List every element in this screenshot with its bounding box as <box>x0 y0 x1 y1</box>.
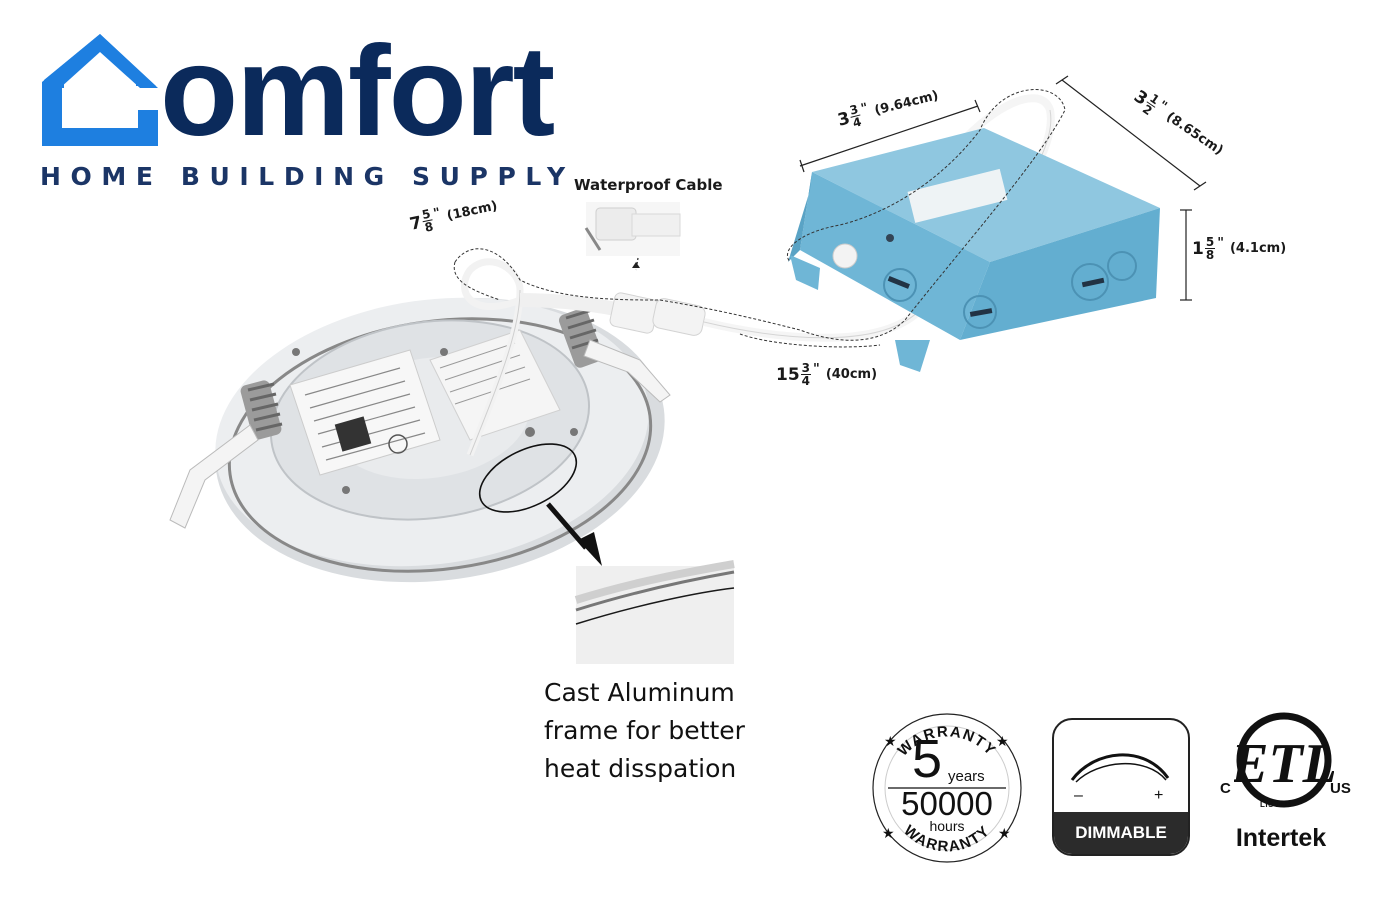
logo-house-icon <box>42 34 158 146</box>
logo-wordmark: omfort <box>160 20 555 163</box>
warranty-hours-number: 50000 <box>901 785 993 822</box>
cast-aluminum-callout <box>478 443 735 664</box>
dimmable-label: DIMMABLE <box>1054 812 1188 854</box>
dimmable-badge: – + DIMMABLE <box>1052 718 1190 856</box>
warranty-seal-icon: WARRANTY WARRANTY ★ ★ ★ ★ <box>872 713 1022 863</box>
junction-box <box>788 128 1160 372</box>
etl-listed-badge: ETL C US LISTED Intertek <box>1216 712 1356 862</box>
svg-text:★: ★ <box>996 734 1009 750</box>
waterproof-cable-inset <box>584 202 681 271</box>
waterproof-cable-label: Waterproof Cable <box>574 176 723 194</box>
etl-mark-icon: ETL <box>1234 712 1334 808</box>
dimmer-arc-icon: – + <box>1070 753 1170 804</box>
fixture-spring-right <box>559 308 671 403</box>
dimension-lines <box>799 75 1207 301</box>
svg-text:★: ★ <box>998 826 1011 842</box>
svg-text:★: ★ <box>884 734 897 750</box>
dimmer-plus: + <box>1154 787 1163 804</box>
etl-intertek-text: Intertek <box>1235 824 1327 852</box>
etl-listed-text: LISTED <box>1260 800 1292 809</box>
cast-caption-line-1: Cast Aluminum <box>544 678 735 707</box>
logo-tagline: HOME BUILDING SUPPLY <box>40 162 575 191</box>
warranty-badge: WARRANTY WARRANTY ★ ★ ★ ★ 5 years 50000 … <box>868 712 1026 864</box>
etl-mark-letters: ETL <box>1234 733 1334 795</box>
etl-c-mark: C <box>1220 780 1231 797</box>
warranty-hours-label: hours <box>929 818 965 834</box>
cast-caption-line-2: frame for better <box>544 716 745 745</box>
etl-us-mark: US <box>1330 780 1351 797</box>
cast-caption-line-3: heat disspation <box>544 754 737 783</box>
svg-text:★: ★ <box>882 826 895 842</box>
warranty-years-number: 5 <box>911 729 943 789</box>
cable-dashed-outline <box>454 89 1066 341</box>
fixture-spring-left <box>169 380 283 529</box>
cast-aluminum-caption: Cast Aluminum frame for better heat diss… <box>544 674 804 788</box>
warranty-years-label: years <box>948 768 985 785</box>
dimmer-minus: – <box>1074 787 1083 804</box>
